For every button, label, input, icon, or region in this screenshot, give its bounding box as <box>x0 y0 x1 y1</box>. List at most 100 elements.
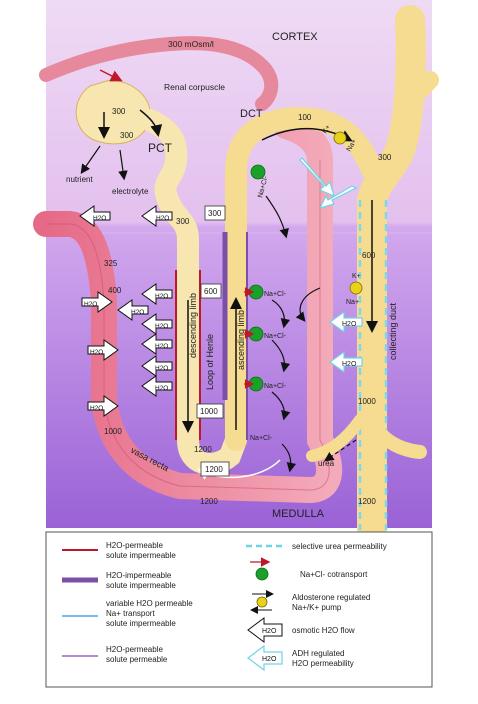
svg-text:K+: K+ <box>322 124 332 135</box>
legend-pump-line2: Na+/K+ pump <box>292 603 342 612</box>
interstitial-value-1200: 1200 <box>200 461 230 477</box>
svg-text:H2O: H2O <box>342 361 357 368</box>
legend-osmotic-swatch: H2O <box>247 617 283 643</box>
legend: H2O-permeable solute impermeable H2O-imp… <box>45 531 433 688</box>
nacl-efflux-arrow <box>265 195 289 239</box>
adh-arrow-collecting-2: H2O <box>328 350 363 374</box>
value-1000-vessel: 1000 <box>104 427 122 436</box>
nutrient-label: nutrient <box>66 175 93 184</box>
nacl-interstitial-label: Na+Cl- <box>250 435 273 442</box>
value-1200-collecting: 1200 <box>358 497 376 506</box>
value-325-vessel: 325 <box>104 259 118 268</box>
h2o-arrow-desc-3: H2O <box>141 313 173 335</box>
h2o-arrow-desc-2: H2O <box>117 299 149 321</box>
adh-arrow-collecting-1: H2O <box>328 310 363 334</box>
osmolarity-top-label: 300 mOsm/l <box>168 39 214 49</box>
svg-text:Na+: Na+ <box>346 299 359 306</box>
value-400-vessel: 400 <box>108 286 122 295</box>
value-300-corpuscle: 300 <box>112 107 126 116</box>
proximal-tubule <box>139 109 247 475</box>
legend-violet-line1: H2O-permeable <box>106 645 163 654</box>
urea-label: urea <box>318 459 335 468</box>
value-1200-vessel: 1200 <box>200 497 218 506</box>
legend-cotransport-label: Na+Cl- cotransport <box>300 570 368 579</box>
urea-arrow <box>324 439 357 462</box>
medulla-label: MEDULLA <box>272 508 325 520</box>
legend-pump-swatch <box>256 596 268 608</box>
nacl-efflux-arrow <box>271 299 291 329</box>
h2o-arrow-desc-5: H2O <box>141 355 173 377</box>
legend-purple-line2: solute impermeable <box>106 581 176 590</box>
adh-arrow-dct-1 <box>299 157 335 198</box>
svg-text:1000: 1000 <box>200 407 218 416</box>
loop-of-henle-label: Loop of Henle <box>205 334 215 390</box>
electrolyte-arrow <box>118 149 128 181</box>
flow-arrow <box>139 109 163 137</box>
svg-text:1200: 1200 <box>205 465 223 474</box>
svg-text:H2O: H2O <box>93 215 106 222</box>
svg-text:H2O: H2O <box>262 656 277 663</box>
h2o-arrow-vessel-2: H2O <box>87 339 119 361</box>
nutrient-arrow <box>80 145 101 174</box>
descending-limb-label: descending limb <box>188 293 198 358</box>
svg-text:H2O: H2O <box>155 385 168 392</box>
svg-text:600: 600 <box>204 287 218 296</box>
value-1000-collecting: 1000 <box>358 397 376 406</box>
svg-text:Na+Cl-: Na+Cl- <box>264 383 287 390</box>
electrolyte-label: electrolyte <box>112 187 149 196</box>
svg-text:H2O: H2O <box>342 321 357 328</box>
interstitial-value-600: 600 <box>200 283 222 299</box>
h2o-arrow-pct: H2O <box>141 205 173 227</box>
svg-text:H2O: H2O <box>155 293 168 300</box>
h2o-arrow-vessel-3: H2O <box>87 395 119 417</box>
value-600-collecting: 600 <box>362 251 376 260</box>
h2o-arrow-vessel-1: H2O <box>81 291 113 313</box>
legend-blue-line2: Na+ transport <box>106 609 155 618</box>
h2o-arrow-desc-6: H2O <box>141 375 173 397</box>
legend-adh-swatch: H2O <box>247 644 283 672</box>
svg-text:H2O: H2O <box>131 309 144 316</box>
collecting-duct-branch-left <box>306 414 366 462</box>
vasa-recta-outline <box>46 160 330 491</box>
pct-label: PCT <box>148 141 173 155</box>
value-300-collecting: 300 <box>378 153 392 162</box>
interstitial-value-300: 300 <box>204 205 226 221</box>
svg-text:H2O: H2O <box>155 323 168 330</box>
svg-text:H2O: H2O <box>155 343 168 350</box>
h2o-arrow-vessel-top: H2O <box>79 205 111 227</box>
svg-text:K+: K+ <box>352 273 361 280</box>
legend-osmotic-label: osmotic H2O flow <box>292 626 355 635</box>
nacl-efflux-arrow <box>281 443 297 473</box>
value-1200-loop: 1200 <box>194 445 212 454</box>
interstitial-value-1000: 1000 <box>196 403 224 419</box>
value-100-dct: 100 <box>298 113 312 122</box>
cortex-label: CORTEX <box>272 31 318 43</box>
svg-text:H2O: H2O <box>90 405 103 412</box>
adh-arrow-dct-2 <box>318 185 358 209</box>
nacl-efflux-arrow <box>271 339 291 373</box>
nacl-efflux-arrow <box>271 391 291 421</box>
legend-adh-line2: H2O permeability <box>292 659 354 668</box>
legend-purple-line1: H2O-impermeable <box>106 571 172 580</box>
value-300-pct: 300 <box>120 131 134 140</box>
legend-cotransport-swatch <box>255 567 269 581</box>
collecting-duct-branch <box>393 71 439 127</box>
svg-text:H2O: H2O <box>262 628 277 635</box>
ascending-limb <box>225 106 383 451</box>
svg-text:H2O: H2O <box>155 365 168 372</box>
collecting-duct-upper <box>357 5 426 545</box>
svg-text:Na+Cl-: Na+Cl- <box>264 291 287 298</box>
legend-violet-line2: solute permeable <box>106 655 168 664</box>
collecting-duct-label: collecting duct <box>388 302 398 360</box>
legend-red-line2: solute impermeable <box>106 551 176 560</box>
ascending-limb-label: ascending limb <box>236 310 246 370</box>
legend-blue-line1: variable H2O permeable <box>106 599 193 608</box>
legend-red-line1: H2O-permeable <box>106 541 163 550</box>
legend-adh-line1: ADH regulated <box>292 649 344 658</box>
svg-text:H2O: H2O <box>84 301 97 308</box>
renal-corpuscle <box>75 79 151 145</box>
svg-text:H2O: H2O <box>90 349 103 356</box>
renal-corpuscle-label: Renal corpuscle <box>164 82 225 92</box>
